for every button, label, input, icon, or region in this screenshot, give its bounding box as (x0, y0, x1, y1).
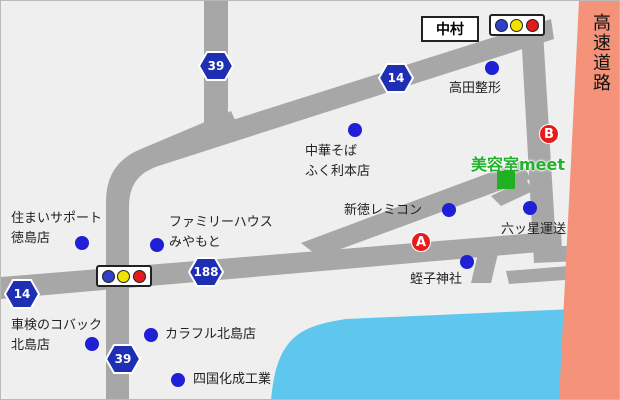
landmark-family-label-line2: みやもと (169, 235, 221, 250)
landmark-shintoku-dot[interactable] (442, 203, 456, 217)
route-39-shield-north: 39 (198, 51, 234, 81)
landmark-colorful-label: カラフル北島店 (165, 327, 257, 342)
landmark-ebisu-dot[interactable] (460, 255, 474, 269)
road-route-14-upper (141, 19, 554, 169)
destination-label: 美容室meet (471, 155, 566, 174)
landmark-rokusei-label: 六ッ星運送 (501, 222, 567, 237)
signal-red-lamp (132, 269, 146, 283)
route-14-shield-north: 14 (378, 63, 414, 93)
landmark-ebisu-label: 蛭子神社 (410, 272, 463, 287)
landmark-shintoku-label: 新徳レミコン (344, 203, 423, 218)
expressway: 高速道路 (559, 1, 619, 399)
landmark-colorful-dot[interactable] (144, 328, 158, 342)
signal-blue-lamp (495, 18, 509, 32)
landmark-family-label: ファミリーハウス (169, 215, 273, 230)
landmark-kobac-label: 車検のコバック (11, 318, 103, 333)
road-diagonal (301, 161, 531, 257)
landmark-shikoku-label: 四国化成工業 (193, 372, 272, 387)
traffic-light-west (96, 265, 152, 287)
landmark-takada-label: 高田整形 (449, 81, 502, 96)
route-39-shield-south: 39 (105, 344, 141, 374)
landmark-sumai-label-line2: 徳島店 (11, 231, 51, 246)
signal-red-lamp (525, 18, 539, 32)
expressway-strip (559, 1, 619, 399)
signal-blue-lamp (102, 269, 116, 283)
signal-yellow-lamp (117, 269, 131, 283)
landmark-sumai-label: 住まいサポート (11, 211, 103, 226)
road-lower-link (471, 241, 501, 283)
expressway-label: 高速道路 (590, 13, 611, 93)
landmark-kobac-label-line2: 北島店 (11, 338, 51, 353)
traffic-light-north (489, 14, 545, 36)
marker-a[interactable]: A (411, 232, 431, 252)
destination-marker[interactable] (497, 171, 515, 189)
landmark-family-dot[interactable] (150, 238, 164, 252)
landmark-chuka-label-line2: ふく利本店 (305, 164, 371, 179)
landmark-kobac-dot[interactable] (85, 337, 99, 351)
landmark-shikoku-dot[interactable] (171, 373, 185, 387)
signal-yellow-lamp (510, 18, 524, 32)
road-spur (491, 179, 533, 206)
sea (271, 307, 619, 399)
landmark-takada-dot[interactable] (485, 61, 499, 75)
landmark-chuka-dot[interactable] (348, 123, 362, 137)
route-14-shield-west: 14 (4, 279, 40, 309)
landmark-sumai-dot[interactable] (75, 236, 89, 250)
route-188-shield: 188 (188, 257, 224, 287)
intersection-label: 中村 (421, 16, 479, 42)
landmark-chuka-label: 中華そば (305, 144, 358, 159)
marker-b[interactable]: B (539, 124, 559, 144)
landmark-rokusei-dot[interactable] (523, 201, 537, 215)
